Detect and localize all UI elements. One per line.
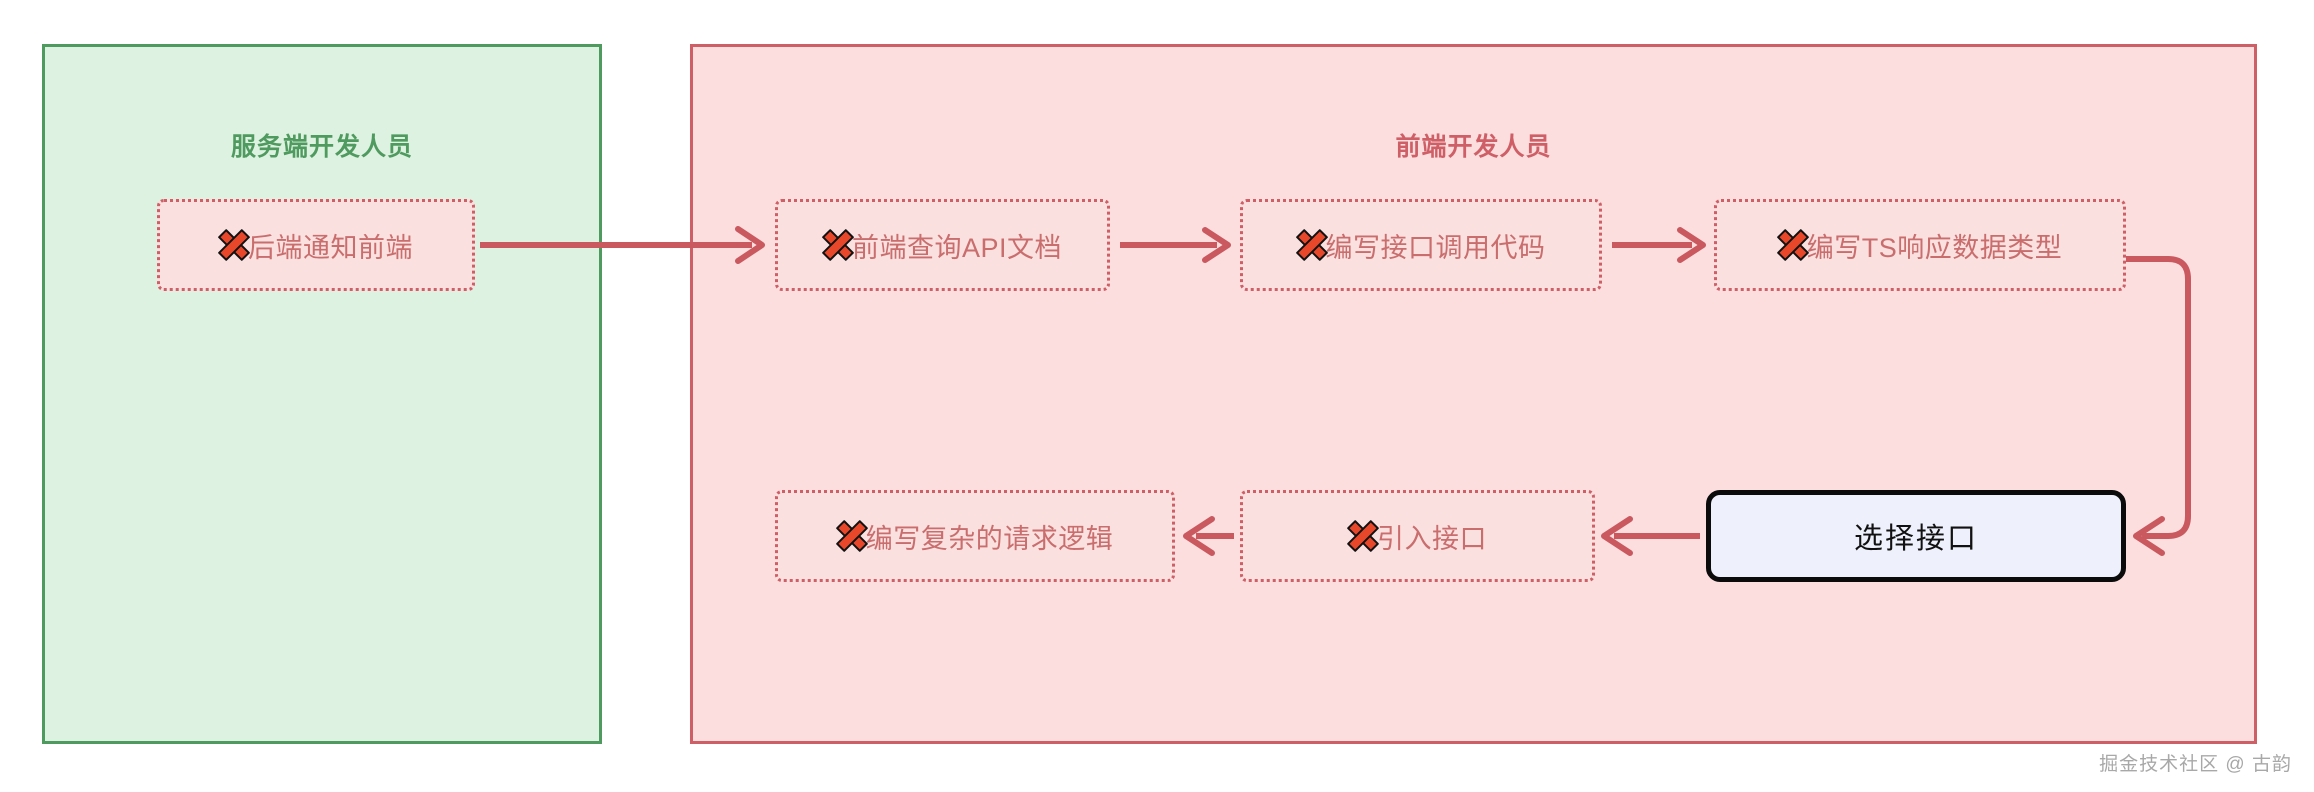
node-label: 编写TS响应数据类型 — [1778, 226, 2063, 265]
cross-mark-icon — [219, 232, 245, 258]
node-select-text: 选择接口 — [1853, 523, 1978, 555]
node-write-ts-text: 编写TS响应数据类型 — [1806, 232, 2063, 263]
node-label: 编写复杂的请求逻辑 — [837, 517, 1114, 556]
watermark: 掘金技术社区 @ 古韵 — [2099, 754, 2292, 775]
node-query-api-text: 前端查询API文档 — [851, 232, 1063, 263]
node-write-ts-response-types[interactable]: 编写TS响应数据类型 — [1714, 199, 2126, 291]
node-write-call-text: 编写接口调用代码 — [1325, 232, 1546, 263]
cross-mark-icon — [823, 232, 849, 258]
cross-mark-icon — [1778, 232, 1804, 258]
swimlane-frontend: 前端开发人员 — [690, 44, 2257, 744]
node-import-text: 引入接口 — [1377, 523, 1487, 554]
node-complex-text: 编写复杂的请求逻辑 — [865, 523, 1114, 554]
node-label: 前端查询API文档 — [823, 226, 1062, 265]
node-label: 后端通知前端 — [219, 226, 413, 265]
node-backend-notify-frontend[interactable]: 后端通知前端 — [157, 199, 475, 291]
swimlane-frontend-title: 前端开发人员 — [1395, 133, 1552, 161]
cross-mark-icon — [837, 523, 863, 549]
node-label: 引入接口 — [1348, 517, 1487, 556]
node-select-interface[interactable]: 选择接口 — [1706, 490, 2126, 582]
cross-mark-icon — [1297, 232, 1323, 258]
swimlane-backend: 服务端开发人员 — [42, 44, 602, 744]
node-write-complex-request-logic[interactable]: 编写复杂的请求逻辑 — [775, 490, 1175, 582]
node-write-api-call-code[interactable]: 编写接口调用代码 — [1240, 199, 1602, 291]
swimlane-backend-title: 服务端开发人员 — [230, 133, 413, 161]
node-import-interface[interactable]: 引入接口 — [1240, 490, 1595, 582]
node-query-api-docs[interactable]: 前端查询API文档 — [775, 199, 1110, 291]
node-label: 编写接口调用代码 — [1297, 226, 1546, 265]
node-notify-text: 后端通知前端 — [248, 232, 413, 263]
cross-mark-icon — [1348, 523, 1374, 549]
